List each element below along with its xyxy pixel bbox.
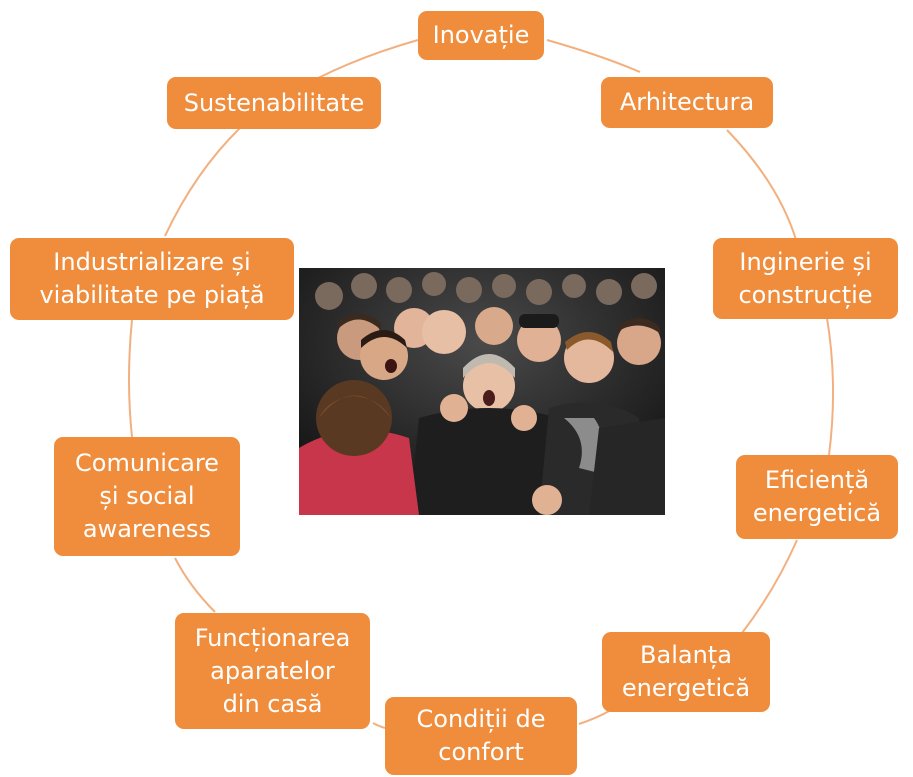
node-label-line: Funcționarea xyxy=(194,623,351,652)
connector-arc xyxy=(128,319,133,438)
node-balanta: Balanța energetică xyxy=(602,632,770,712)
connector-arc xyxy=(164,127,241,237)
connector-arc xyxy=(174,557,216,613)
node-label-line: aparatelor xyxy=(210,656,335,685)
node-label: Sustenabilitate xyxy=(183,88,365,117)
node-label-line: Eficiență xyxy=(764,466,870,494)
connector-arc xyxy=(372,722,386,729)
node-label-line: viabilitate pe piață xyxy=(39,281,265,309)
node-sustenabilitate: Sustenabilitate xyxy=(167,77,381,129)
node-label-line: energetică xyxy=(752,499,882,527)
node-label-line: confort xyxy=(438,738,524,766)
node-comunicare: Comunicare și social awareness xyxy=(54,437,240,556)
node-label-line: Industrializare și xyxy=(53,248,251,276)
node-label-line: Condiții de xyxy=(416,705,546,733)
node-label-line: din casă xyxy=(222,689,323,718)
node-label-line: Balanța xyxy=(640,641,732,669)
connector-arc xyxy=(546,39,641,73)
node-industrializare: Industrializare și viabilitate pe piață xyxy=(10,238,294,320)
crowd-illustration xyxy=(299,268,665,515)
node-inovatie: Inovație xyxy=(418,11,544,60)
node-eficienta: Eficiență energetică xyxy=(736,455,898,539)
connector-arc xyxy=(726,129,798,244)
node-label-line: Comunicare xyxy=(75,449,219,477)
connector-arc xyxy=(317,39,419,79)
node-functionarea: Funcționarea aparatelor din casă xyxy=(175,613,370,729)
node-label-line: Inginerie și xyxy=(739,247,872,276)
node-label-line: awareness xyxy=(82,515,212,543)
node-inginerie: Inginerie și construcție xyxy=(713,238,898,319)
team-celebration-photo xyxy=(299,268,665,515)
node-label: Arhitectura xyxy=(619,88,755,116)
node-label-line: și social xyxy=(99,482,195,510)
connector-arc xyxy=(578,709,612,725)
node-label: Inovație xyxy=(432,21,530,49)
connector-arc xyxy=(826,317,835,456)
node-conditii: Condiții de confort xyxy=(385,697,577,775)
node-label-line: energetică xyxy=(621,674,751,702)
connector-arc xyxy=(741,539,798,634)
node-label-line: construcție xyxy=(738,280,873,309)
node-arhitectura: Arhitectura xyxy=(601,77,773,128)
